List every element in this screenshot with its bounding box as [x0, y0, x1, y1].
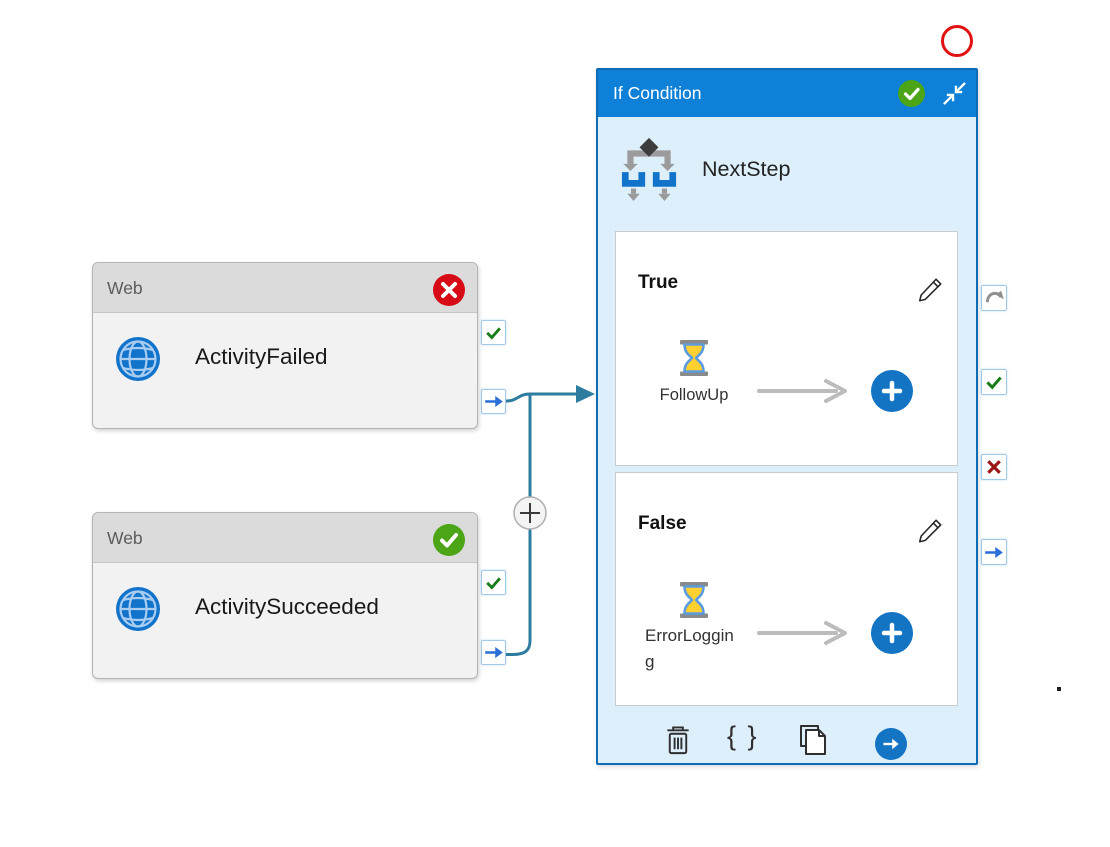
true-branch-label: True [638, 272, 679, 293]
delete-trash-icon[interactable] [665, 725, 691, 756]
port-failure-x[interactable] [981, 454, 1007, 480]
connector-arrowhead [576, 385, 595, 403]
next-arrow-button[interactable] [875, 728, 907, 760]
status-succeeded-icon [898, 80, 925, 107]
wait-activity-name: ErrorLogging [645, 626, 734, 671]
activity-if-condition[interactable]: If Condition [596, 68, 978, 765]
port-output-arrow[interactable] [481, 389, 506, 414]
collapse-icon[interactable] [942, 81, 967, 106]
annotation-red-circle [941, 25, 973, 57]
copy-icon[interactable] [798, 724, 828, 756]
activity-header: Web [93, 513, 477, 563]
activity-web-failed[interactable]: Web ActivityFailed [92, 262, 478, 429]
add-activity-button[interactable] [871, 612, 913, 654]
if-condition-header: If Condition [598, 70, 976, 117]
port-output-arrow[interactable] [481, 640, 506, 665]
add-activity-button[interactable] [871, 370, 913, 412]
branch-flow-arrow [757, 621, 847, 645]
activity-header: Web [93, 263, 477, 313]
connector-add-button[interactable] [513, 496, 547, 530]
branch-flow-arrow [757, 379, 847, 403]
if-condition-title: If Condition [613, 83, 702, 103]
wait-activity-name: FollowUp [659, 386, 729, 404]
activity-name: ActivityFailed [195, 344, 328, 369]
wait-activity-icon[interactable] [675, 339, 713, 377]
port-completion-redo[interactable] [981, 285, 1007, 311]
activity-type-label: Web [107, 528, 143, 548]
wait-activity-icon[interactable] [675, 581, 713, 619]
if-condition-activity-name: NextStep [702, 157, 791, 181]
port-success-check[interactable] [481, 320, 506, 345]
port-output-arrow[interactable] [981, 539, 1007, 565]
edit-pencil-icon[interactable] [916, 517, 944, 545]
edit-pencil-icon[interactable] [916, 276, 944, 304]
false-branch-card: False ErrorLogging [615, 472, 958, 706]
port-success-check[interactable] [481, 570, 506, 595]
web-activity-icon [116, 587, 160, 631]
activity-type-label: Web [107, 278, 143, 298]
stray-dot [1057, 687, 1061, 691]
port-success-check[interactable] [981, 369, 1007, 395]
activity-web-succeeded[interactable]: Web ActivitySucceeded [92, 512, 478, 679]
true-branch-card: True FollowUp [615, 231, 958, 466]
false-branch-label: False [638, 513, 687, 534]
status-failed-icon [433, 274, 465, 306]
activity-name: ActivitySucceeded [195, 594, 379, 619]
web-activity-icon [116, 337, 160, 381]
status-succeeded-icon [433, 524, 465, 556]
if-condition-icon [621, 137, 677, 201]
code-braces-icon[interactable]: { } [727, 721, 759, 751]
